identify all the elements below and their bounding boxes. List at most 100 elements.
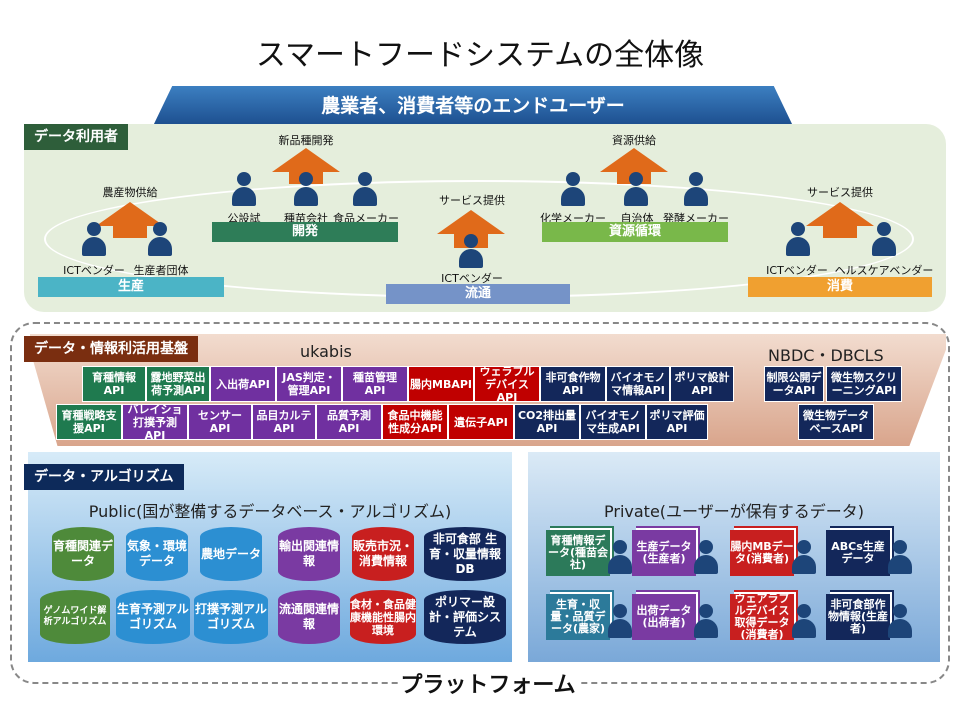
api-box: センサーAPI [188,404,252,440]
doc-stack: 非可食部作物情報(生産者) [826,594,890,640]
person-icon [353,172,377,206]
person-icon [608,604,632,638]
doc-stack: ABCs生産データ [826,530,890,576]
nbdc-label: NBDC・DBCLS [768,346,884,365]
person-icon [694,604,718,638]
category-consumption: 消費 [748,277,932,297]
person-label: ICTベンダー [441,272,503,285]
up-arrow-icon [600,148,668,172]
infra-header: データ・情報利活用基盤 [24,336,198,362]
platform-label: プラットフォーム [398,667,578,698]
person-label: ヘルスケアベンダー [834,264,934,277]
db-cylinder: 食材・食品健康機能性腸内環境 [350,590,416,644]
api-box: バイオモノマ情報API [606,366,670,402]
person-icon [459,234,483,268]
category-distribution: 流通 [386,284,570,304]
person-label: 生産者団体 [133,264,189,277]
api-box: 育種戦略支援API [56,404,122,440]
page-title: スマートフードシステムの全体像 [255,38,705,73]
api-box: バレイショ打撲予測API [122,403,188,442]
doc-stack: 腸内MBデータ(消費者) [730,530,794,576]
api-box: 微生物スクリーニングAPI [826,366,902,402]
db-cylinder: 育種関連データ [52,527,114,581]
api-box: ポリマ設計API [670,366,734,402]
person-icon [232,172,256,206]
person-icon [792,604,816,638]
person-icon [792,540,816,574]
api-box: 種苗管理API [342,366,408,402]
person-icon [888,540,912,574]
up-arrow-icon [437,210,505,234]
db-cylinder: 販売市況・消費情報 [352,527,414,581]
arrow-label: サービス提供 [439,194,505,207]
person-label: ICTベンダー [766,264,828,277]
person-label: 化学メーカー [540,212,606,225]
doc-stack: 出荷データ(出荷者) [632,594,696,640]
person-icon [872,222,896,256]
api-box: 微生物データベースAPI [798,404,874,440]
category-development: 開発 [212,222,398,242]
doc-label: 生育・収量・品質データ(農家) [550,598,606,635]
up-arrow-icon [272,148,340,172]
db-cylinder: 非可食部 生育・収量情報DB [424,527,506,581]
doc-stack: 生育・収量・品質データ(農家) [546,594,610,640]
db-cylinder: 気象・環境データ [126,527,188,581]
doc-label: 育種情報データ(種苗会社) [547,534,609,571]
algo-header: データ・アルゴリズム [24,464,184,490]
up-arrow-icon [806,202,874,226]
doc-stack: 育種情報データ(種苗会社) [546,530,610,576]
db-cylinder: 流通関連情報 [278,590,340,644]
up-arrow-icon [96,202,164,226]
doc-label: ウェアラブルデバイス取得データ(消費者) [734,592,790,641]
api-box: 制限公開データAPI [764,366,824,402]
db-cylinder: 打撲予測アルゴリズム [194,590,268,644]
person-icon [694,540,718,574]
arrow-label: 新品種開発 [278,134,334,147]
person-label: 自治体 [620,212,654,225]
db-cylinder: ポリマー設計・評価システム [424,590,506,644]
db-cylinder: 生育予測アルゴリズム [116,590,190,644]
person-label: ICTベンダー [63,264,125,277]
person-label: 食品メーカー [333,212,399,225]
arrow-label: 資源供給 [612,134,656,147]
person-label: 種苗会社 [284,212,328,225]
doc-label: ABCs生産データ [831,540,885,565]
api-box: バイオモノマ生成API [580,404,646,440]
person-icon [294,172,318,206]
category-resource-cycle: 資源循環 [542,222,728,242]
person-icon [561,172,585,206]
api-box: 入出荷API [210,366,276,402]
api-box: 遺伝子API [448,404,514,440]
up-arrow-icon [113,224,147,238]
person-label: 公設試 [227,212,261,225]
api-box: CO2排出量API [514,404,580,440]
api-box: ポリマ評価API [646,404,708,440]
api-box: ウェラブルデバイスAPI [474,365,540,404]
db-cylinder: 農地データ [200,527,262,581]
public-title: Public(国が整備するデータベース・アルゴリズム) [88,502,452,521]
api-box: 腸内MBAPI [408,366,474,402]
db-cylinder: ゲノムワイド解析アルゴリズム [40,590,110,644]
api-box: 品質予測API [316,404,382,440]
doc-label: 腸内MBデータ(消費者) [730,540,794,565]
api-box: 非可食作物API [540,366,606,402]
doc-label: 出荷データ(出荷者) [636,604,692,629]
person-icon [148,222,172,256]
api-box: 食品中機能性成分API [382,404,448,440]
doc-label: 非可食部作物情報(生産者) [827,598,889,635]
category-production: 生産 [38,277,224,297]
api-box: 品目カルテAPI [252,404,316,440]
api-box: 露地野菜出荷予測API [146,366,210,402]
private-title: Private(ユーザーが保有するデータ) [604,502,864,521]
data-users-header: データ利用者 [24,124,128,150]
person-icon [82,222,106,256]
person-icon [684,172,708,206]
person-icon [624,172,648,206]
api-box: 育種情報API [82,366,146,402]
ukabis-label: ukabis [300,342,352,361]
doc-stack: 生産データ(生産者) [632,530,696,576]
end-user-banner: 農業者、消費者等のエンドユーザー [153,86,793,126]
doc-label: 生産データ(生産者) [636,540,692,565]
person-label: 発酵メーカー [663,212,729,225]
arrow-label: 農産物供給 [102,186,158,199]
